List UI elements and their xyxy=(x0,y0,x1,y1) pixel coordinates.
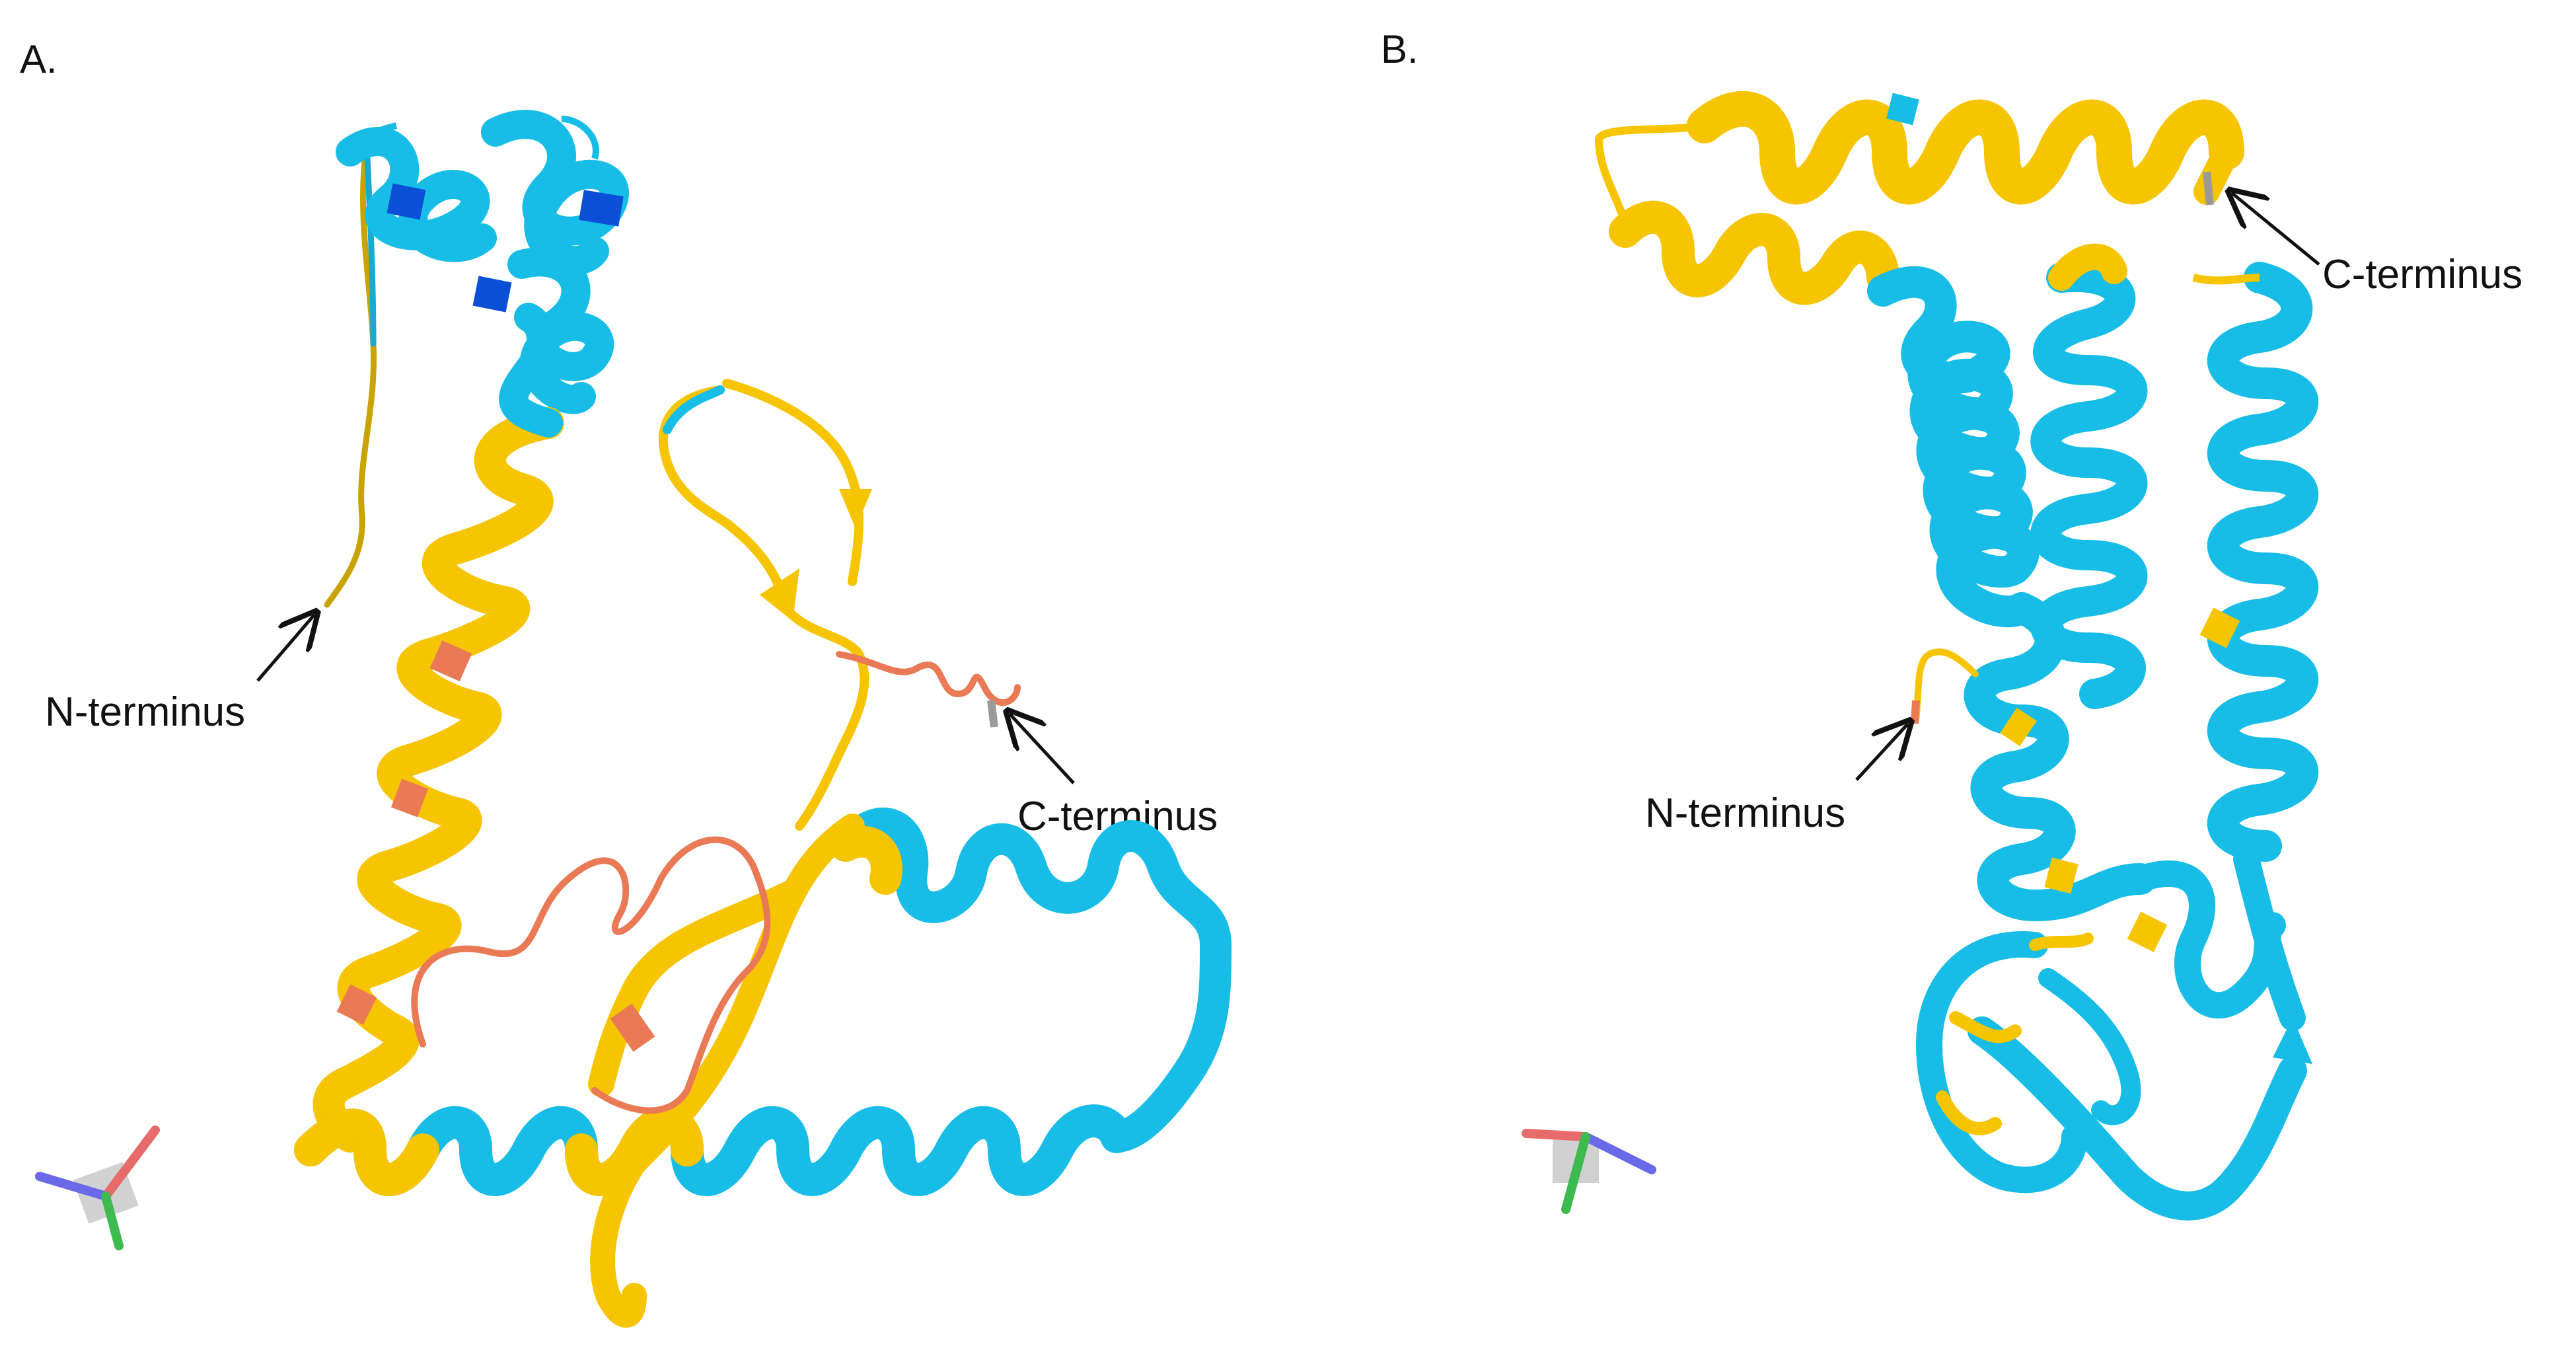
panel-b-second-helix xyxy=(1609,200,1899,305)
panel-a-n-coil-blue xyxy=(363,142,377,347)
panel-b-lower-helix xyxy=(1964,592,2156,921)
panel-a-upper-right-loop xyxy=(658,385,869,831)
panel-b-n-terminal-coil xyxy=(1913,648,1979,724)
panel-a-orientation-axes xyxy=(35,1125,160,1250)
panel-a-n-terminus-arrow xyxy=(256,615,314,682)
panel-a-central-strand xyxy=(590,814,865,1328)
panel-a-n-terminus-label: N-terminus xyxy=(45,689,246,735)
panel-a-c-terminal-coil xyxy=(836,651,1021,706)
panel-b-helix-right xyxy=(2207,262,2318,862)
panel-b-n-terminus-label: N-terminus xyxy=(1645,790,1846,836)
panel-b-c-terminus-arrow xyxy=(2232,193,2320,266)
panel-a-label: A. xyxy=(20,37,57,81)
panel-a-bottom-helix xyxy=(294,1104,1133,1196)
panel-a-orange-loop xyxy=(411,836,771,1114)
panel-a-n-terminal-coil xyxy=(324,142,377,608)
panel-b-orientation-axes xyxy=(1522,1129,1656,1214)
panel-b-label: B. xyxy=(1381,27,1418,71)
panel-a-c-terminus-arrow xyxy=(1010,714,1075,784)
panel-b-helix-left xyxy=(1867,266,2040,628)
panel-b-top-helix xyxy=(1687,91,2244,205)
panel-b-n-terminus-arrow xyxy=(1855,724,1908,781)
panel-b-c-terminus-label: C-terminus xyxy=(2322,252,2523,297)
panel-a-structure xyxy=(35,110,1232,1328)
panel-a-right-helix xyxy=(830,807,1232,1153)
panel-b-structure xyxy=(1522,91,2320,1221)
panel-a-top-helices xyxy=(336,110,629,414)
